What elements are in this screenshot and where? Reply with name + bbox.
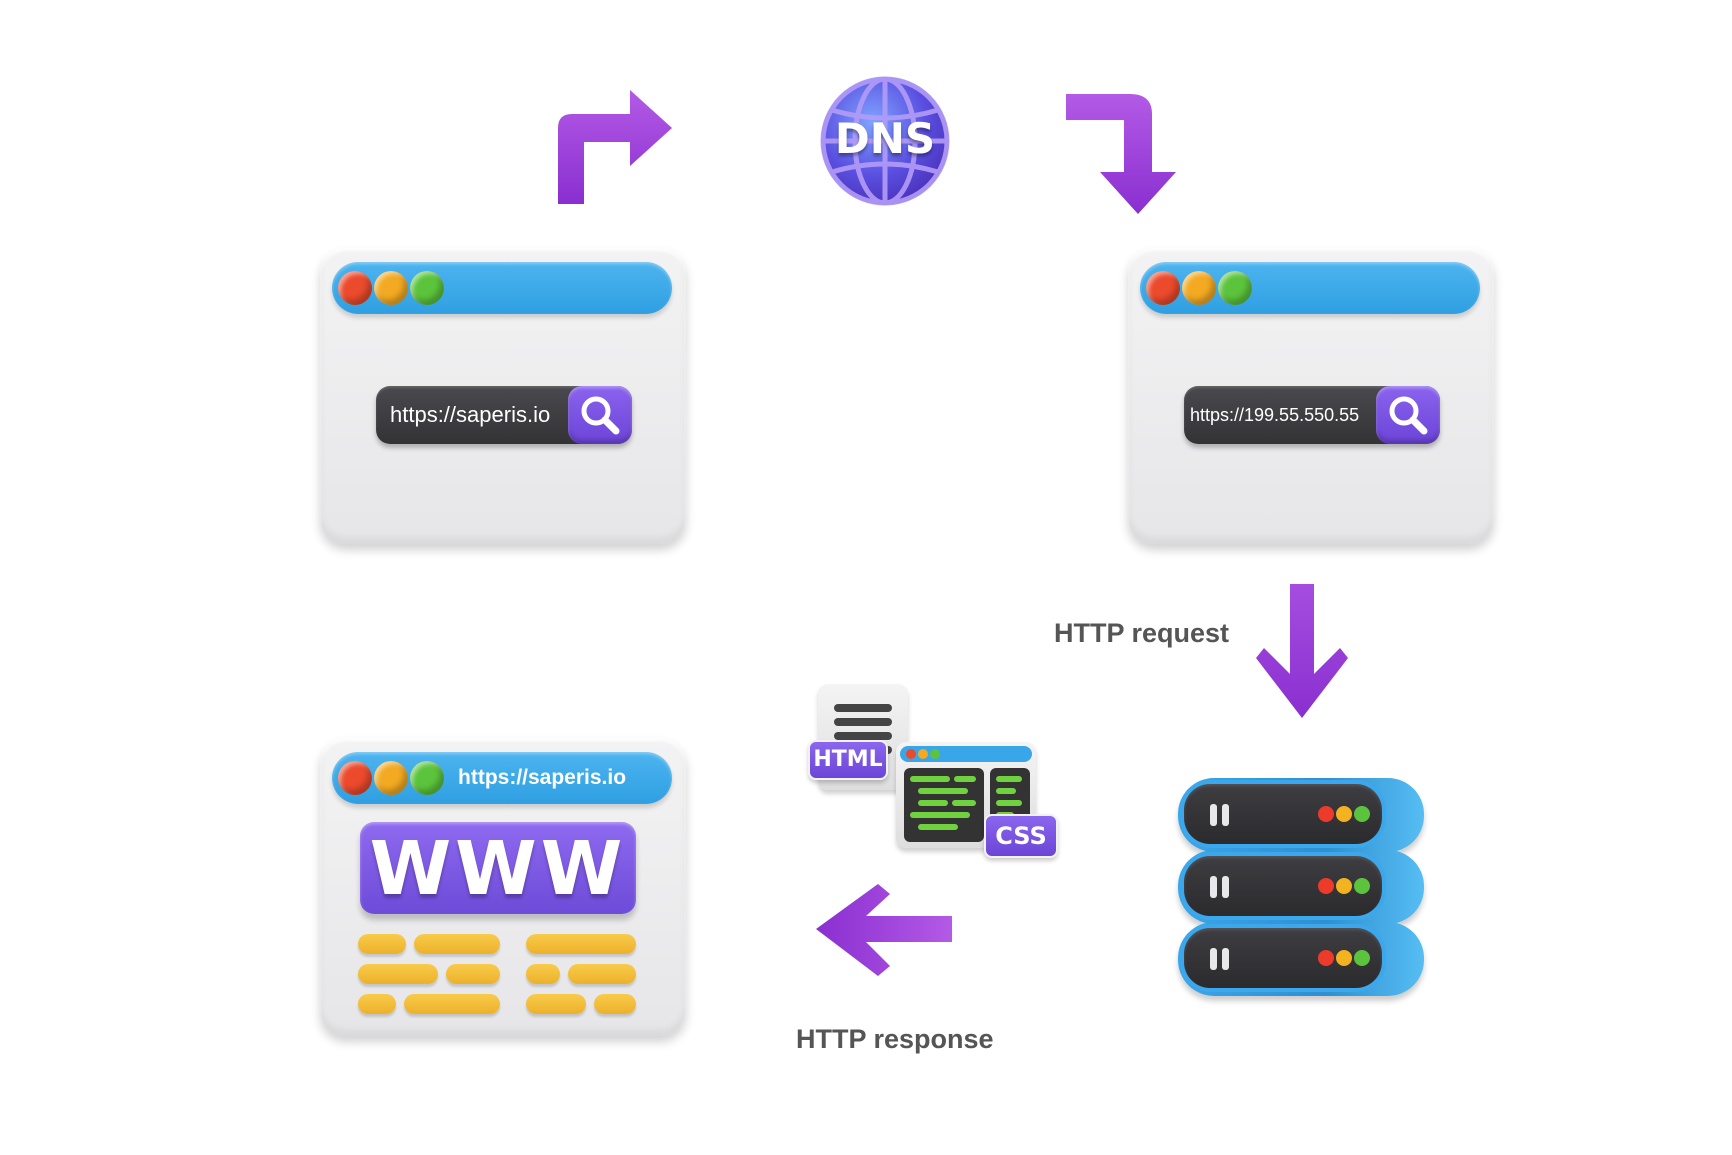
maximize-dot-icon bbox=[410, 271, 444, 305]
maximize-dot-icon bbox=[1218, 271, 1252, 305]
http-request-label: HTTP request bbox=[1054, 618, 1230, 648]
search-icon bbox=[581, 396, 620, 435]
address-bar: https://saperis.io bbox=[376, 386, 632, 444]
text-line-placeholder bbox=[414, 934, 500, 954]
minimize-dot-icon bbox=[374, 761, 408, 795]
server-unit bbox=[1178, 922, 1424, 996]
text-line-placeholder bbox=[526, 964, 560, 984]
server-stack-icon bbox=[1178, 778, 1428, 996]
browser-window-domain: https://saperis.io bbox=[320, 248, 686, 544]
text-line-placeholder bbox=[526, 934, 636, 954]
title-bar bbox=[332, 262, 672, 314]
browser-window-website: https://saperis.io WWW bbox=[320, 738, 686, 1036]
css-tag: CSS bbox=[984, 814, 1058, 858]
html-tag: HTML bbox=[808, 740, 888, 780]
www-banner: WWW bbox=[360, 822, 636, 914]
dns-globe: DNS bbox=[818, 74, 952, 208]
minimize-dot-icon bbox=[374, 271, 408, 305]
text-line-placeholder bbox=[358, 934, 406, 954]
arrow-right-down-icon bbox=[1066, 94, 1176, 214]
minimize-dot-icon bbox=[1182, 271, 1216, 305]
search-button bbox=[568, 386, 632, 444]
text-line-placeholder bbox=[594, 994, 636, 1014]
close-dot-icon bbox=[1146, 271, 1180, 305]
url-text: https://199.55.550.55 bbox=[1190, 405, 1360, 425]
www-banner-text: WWW bbox=[369, 826, 627, 912]
text-line-placeholder bbox=[358, 994, 396, 1014]
arrow-up-right-icon bbox=[558, 90, 672, 204]
server-unit bbox=[1178, 850, 1424, 924]
globe-icon bbox=[820, 76, 950, 206]
url-text: https://saperis.io bbox=[390, 402, 551, 427]
title-url-text: https://saperis.io bbox=[458, 766, 627, 789]
text-line-placeholder bbox=[404, 994, 500, 1014]
dns-label: DNS bbox=[834, 114, 936, 163]
address-bar: https://199.55.550.55 bbox=[1184, 386, 1440, 444]
close-dot-icon bbox=[338, 271, 372, 305]
title-bar bbox=[1140, 262, 1480, 314]
search-icon bbox=[1389, 396, 1428, 435]
arrow-left-icon bbox=[816, 884, 952, 976]
http-response-label: HTTP response bbox=[796, 1024, 994, 1054]
text-line-placeholder bbox=[446, 964, 500, 984]
close-dot-icon bbox=[338, 761, 372, 795]
arrow-down-icon bbox=[1256, 584, 1348, 718]
search-button bbox=[1376, 386, 1440, 444]
browser-window-ip: https://199.55.550.55 bbox=[1128, 248, 1494, 544]
text-line-placeholder bbox=[358, 964, 438, 984]
text-line-placeholder bbox=[568, 964, 636, 984]
text-line-placeholder bbox=[526, 994, 586, 1014]
html-css-files: HTML CSS bbox=[808, 682, 1058, 862]
maximize-dot-icon bbox=[410, 761, 444, 795]
server-unit bbox=[1178, 778, 1424, 852]
title-bar: https://saperis.io bbox=[332, 752, 672, 804]
